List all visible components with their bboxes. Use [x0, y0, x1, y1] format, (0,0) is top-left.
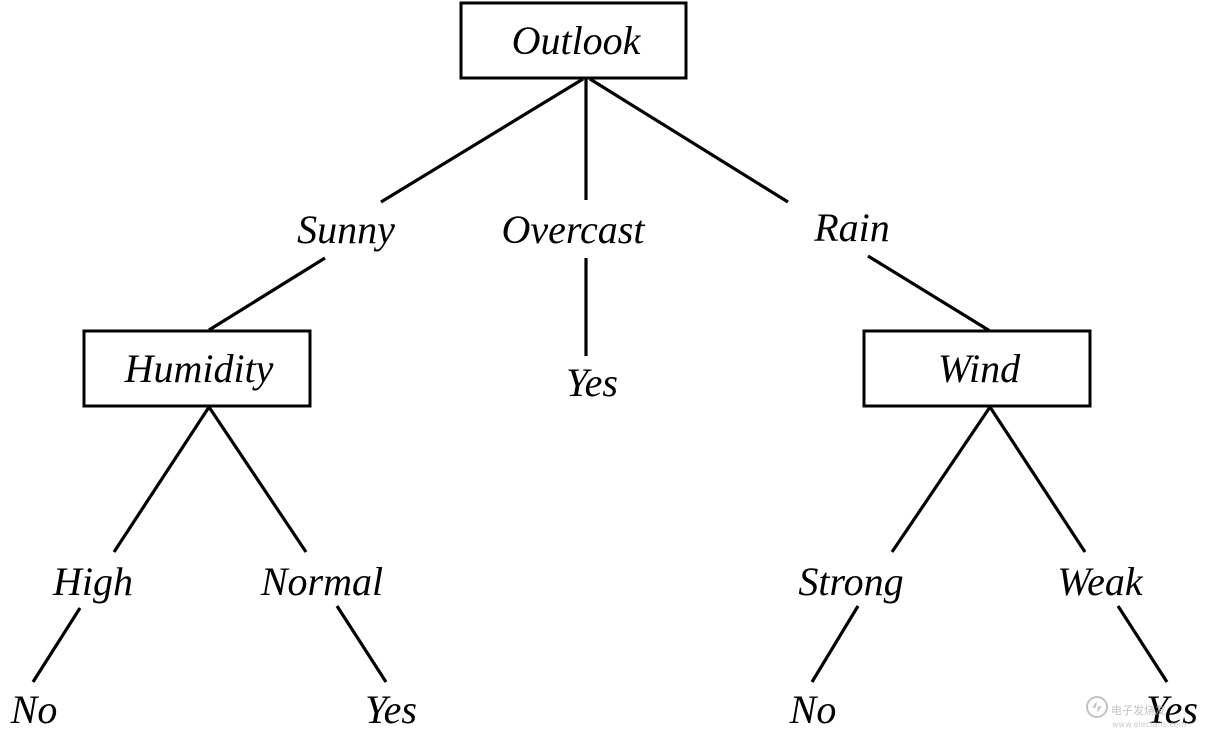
branch-label-sunny: Sunny: [297, 207, 395, 252]
leaf-normal-yes: Yes: [365, 687, 417, 732]
branch-label-normal: Normal: [260, 559, 383, 604]
branch-label-strong: Strong: [798, 559, 903, 604]
watermark: 电子发烧友 www.elecfans.com: [1086, 696, 1187, 729]
leaf-high-no: No: [10, 687, 58, 732]
edge-sunny-humidity: [208, 256, 326, 332]
branch-label-overcast: Overcast: [502, 207, 646, 252]
edge-outlook-sunny: [380, 77, 584, 204]
branch-label-rain: Rain: [813, 205, 890, 250]
edge-normal-yes: [335, 605, 388, 683]
leaf-weak-yes: Yes: [1146, 687, 1198, 732]
leaf-overcast-yes: Yes: [566, 360, 618, 405]
watermark-url: www.elecfans.com: [1112, 720, 1187, 729]
wind-node-box: [862, 329, 1092, 408]
edge-weak-yes: [1116, 605, 1169, 683]
edge-high-no: [31, 607, 82, 683]
edge-outlook-rain: [589, 77, 789, 204]
outlook-node-label: Outlook: [512, 18, 642, 63]
humidity-node-label: Humidity: [124, 346, 274, 391]
leaf-strong-no: No: [789, 687, 837, 732]
edge-humidity-normal: [207, 406, 308, 553]
branch-label-weak: Weak: [1057, 559, 1143, 604]
watermark-logo-icon: [1086, 696, 1108, 718]
humidity-node-box: [82, 329, 312, 408]
branch-label-high: High: [52, 559, 133, 604]
wind-node-label: Wind: [938, 346, 1021, 391]
edge-humidity-high: [112, 406, 211, 553]
edge-wind-strong: [890, 406, 992, 553]
edge-rain-wind: [867, 254, 991, 333]
edge-wind-weak: [988, 406, 1087, 553]
edge-strong-no: [810, 605, 860, 683]
outlook-node-box: [459, 1, 688, 80]
watermark-text: 电子发烧友: [1111, 703, 1166, 717]
tree-edges: [31, 77, 1169, 683]
